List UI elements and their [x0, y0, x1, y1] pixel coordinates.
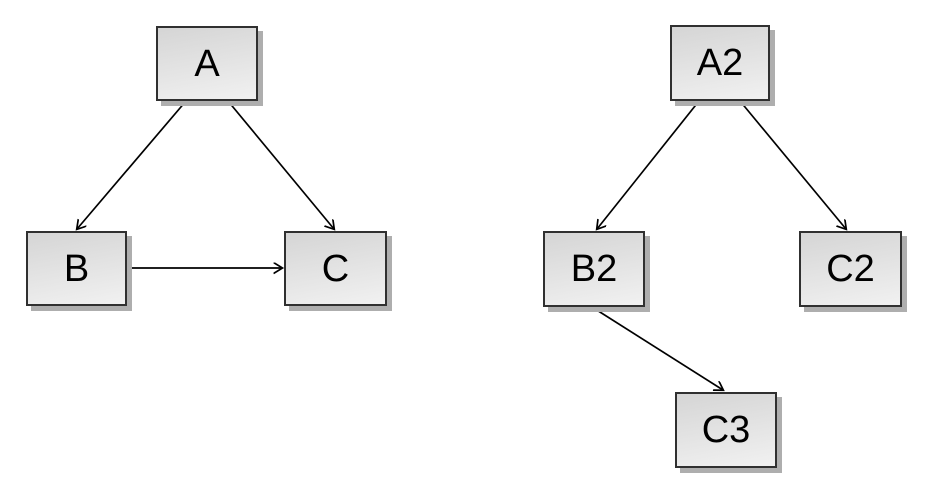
node-C3[interactable]: C3 — [675, 392, 777, 468]
node-B[interactable]: B — [26, 231, 127, 306]
node-label: A2 — [696, 42, 744, 84]
node-A2[interactable]: A2 — [670, 25, 770, 101]
node-label: A — [194, 42, 220, 85]
edge-A2-B2[interactable] — [597, 100, 700, 229]
node-label: C3 — [701, 409, 751, 451]
node-label: C — [321, 247, 350, 290]
node-label: B — [63, 247, 90, 290]
edge-B2-C3[interactable] — [591, 306, 723, 390]
node-C[interactable]: C — [284, 231, 387, 306]
edge-A-B[interactable] — [77, 100, 187, 229]
node-label: B2 — [570, 248, 618, 290]
node-C2[interactable]: C2 — [799, 231, 902, 307]
node-A[interactable]: A — [156, 26, 258, 101]
node-B2[interactable]: B2 — [543, 231, 645, 307]
edge-A2-C2[interactable] — [739, 100, 846, 229]
edge-A-C[interactable] — [227, 100, 334, 229]
node-label: C2 — [826, 248, 875, 290]
